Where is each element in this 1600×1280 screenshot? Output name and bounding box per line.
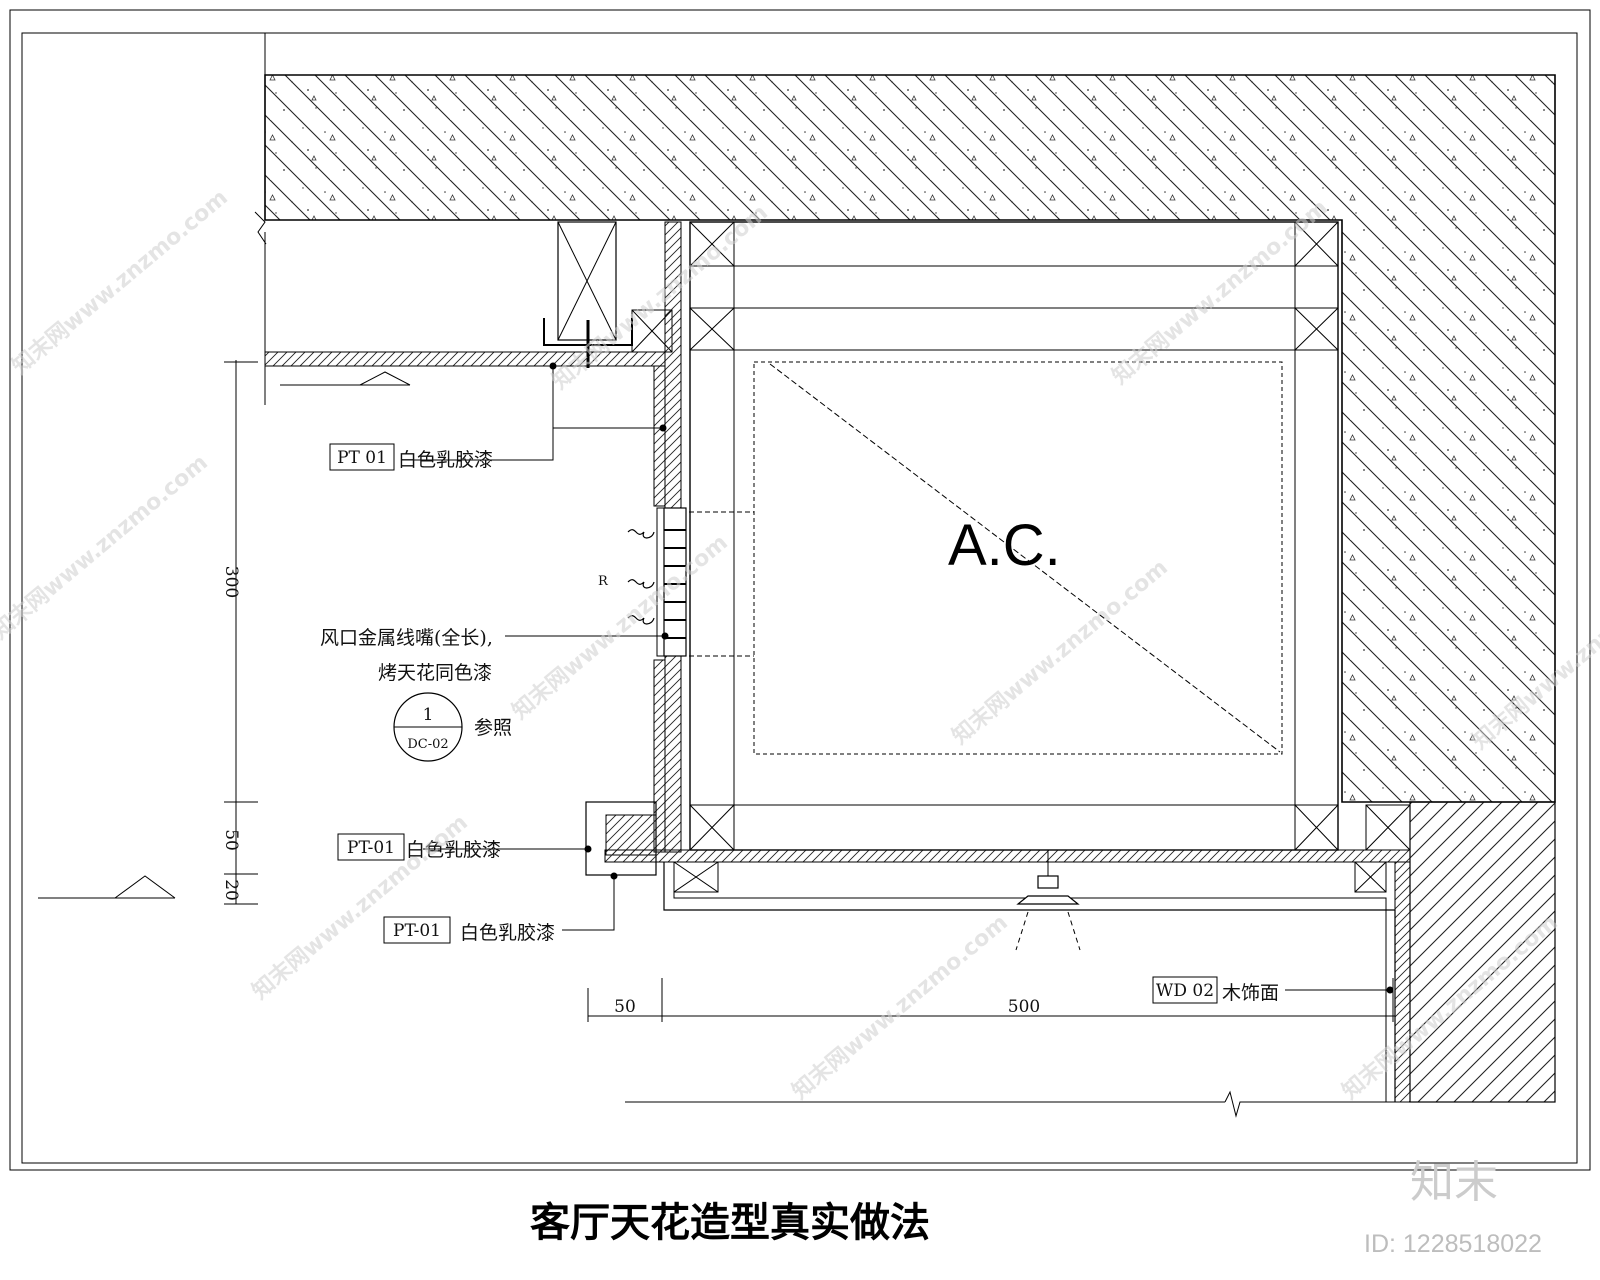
level-marker xyxy=(38,875,176,899)
dim-20: 20 xyxy=(221,879,241,901)
annotation-text: 木饰面 xyxy=(1222,982,1279,1004)
vertical-dimensions xyxy=(224,360,258,905)
detail-number: 1 xyxy=(423,705,434,725)
watermark-text: 知末网www.znzmo.com xyxy=(947,554,1173,749)
dim-50-vertical: 50 xyxy=(221,829,241,851)
dim-300: 300 xyxy=(221,566,241,598)
dim-50-horizontal: 50 xyxy=(614,997,636,1017)
break-line xyxy=(625,1090,1395,1118)
refer-text: 参照 xyxy=(474,717,512,739)
dim-500: 500 xyxy=(1008,997,1040,1017)
annotation-text: 白色乳胶漆 xyxy=(406,839,501,861)
watermark-text: 知末网www.znzmo.com xyxy=(787,909,1013,1104)
concrete-structure xyxy=(264,74,1556,803)
annotation-pt01-bottom: PT-01 白色乳胶漆 xyxy=(383,916,555,944)
watermark-text: 知末网www.znzmo.com xyxy=(507,529,733,724)
detail-bubble: 1 DC-02 参照 xyxy=(393,692,512,762)
code-tag: PT 01 xyxy=(337,448,387,468)
ceiling-bottom-layers xyxy=(585,801,1411,1102)
vent-marker: R xyxy=(598,574,609,589)
airflow-icon xyxy=(627,529,655,625)
horizontal-dimensions xyxy=(587,978,1395,1022)
code-tag: WD 02 xyxy=(1156,981,1214,1001)
annotation-text: 白色乳胶漆 xyxy=(460,922,555,944)
annotation-text: 白色乳胶漆 xyxy=(398,449,493,471)
leader-dots xyxy=(549,362,1394,994)
annotation-pt01-mid: PT-01 白色乳胶漆 xyxy=(337,833,501,861)
vent-note-line1: 风口金属线嘴(全长), xyxy=(320,627,493,649)
drawing-title: 客厅天花造型真实做法 xyxy=(530,1200,930,1246)
watermark-text: 知末网www.znzmo.com xyxy=(0,449,213,644)
annotation-pt01-top: PT 01 白色乳胶漆 xyxy=(329,443,493,471)
brand-watermark: 知末 xyxy=(1410,1157,1498,1208)
leader-lines xyxy=(402,366,1390,991)
code-tag: PT-01 xyxy=(347,838,395,858)
image-id: ID: 1228518022 xyxy=(1364,1230,1542,1258)
downlight-icon xyxy=(1015,850,1081,951)
equipment-label: A.C. xyxy=(948,513,1061,578)
vent-note-line2: 烤天花同色漆 xyxy=(378,662,492,684)
watermark-text: 知末网www.znzmo.com xyxy=(1107,194,1333,389)
detail-sheet: DC-02 xyxy=(407,737,448,752)
ceiling-board-left xyxy=(254,211,666,405)
vent-grille: R xyxy=(598,507,687,657)
ac-enclosure: A.C. xyxy=(681,221,1339,851)
wall-block xyxy=(1394,801,1556,1103)
code-tag: PT-01 xyxy=(393,921,441,941)
watermark-text: 知末网www.znzmo.com xyxy=(7,184,233,379)
annotation-wd02: WD 02 木饰面 xyxy=(1152,976,1279,1004)
